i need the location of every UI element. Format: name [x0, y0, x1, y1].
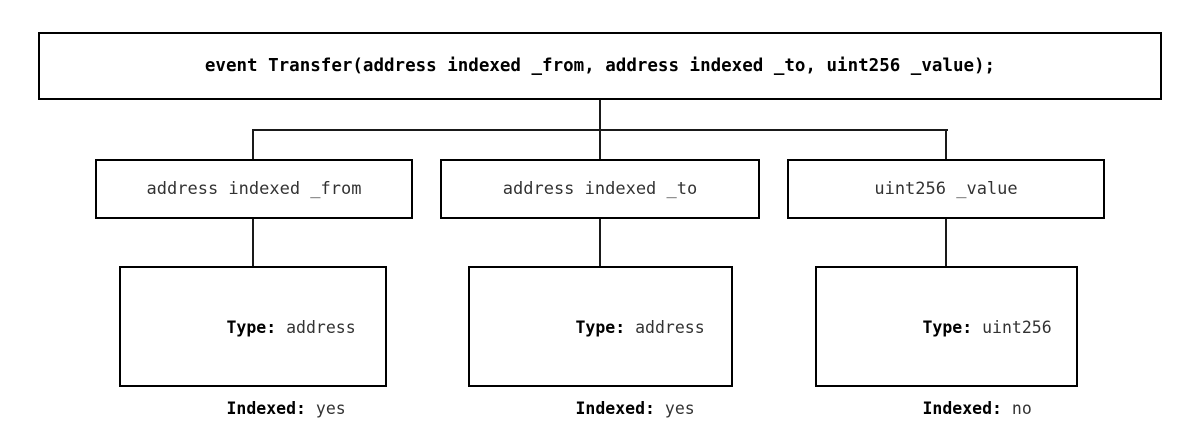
- detail-list-value: Type: uint256 Indexed: no Name: _value: [817, 287, 1076, 426]
- parameter-box-to: address indexed _to: [440, 159, 760, 219]
- detail-label-indexed: Indexed:: [922, 399, 1002, 418]
- parameter-summary-to: address indexed _to: [502, 179, 698, 199]
- detail-row-type: Type: address: [147, 287, 385, 368]
- detail-value-type: address: [276, 318, 356, 337]
- detail-box-to: Type: address Indexed: yes Name: _to: [468, 266, 733, 418]
- detail-row-indexed: Indexed: yes: [147, 368, 385, 426]
- event-signature-box: event Transfer(address indexed _from, ad…: [38, 32, 1162, 100]
- parameter-box-value: uint256 _value: [787, 159, 1105, 219]
- detail-value-type: address: [625, 318, 705, 337]
- parameter-summary-from: address indexed _from: [146, 179, 362, 199]
- detail-label-type: Type:: [226, 318, 277, 337]
- detail-label-indexed: Indexed:: [575, 399, 655, 418]
- detail-label-indexed: Indexed:: [226, 399, 306, 418]
- detail-label-type: Type:: [922, 318, 973, 337]
- connector-link-detail-3: [945, 219, 947, 267]
- connector-drop-param-2: [599, 129, 601, 160]
- detail-value-indexed: no: [1001, 399, 1032, 418]
- connector-link-detail-2: [599, 219, 601, 267]
- connector-drop-param-3: [945, 129, 947, 160]
- detail-row-indexed: Indexed: yes: [496, 368, 731, 426]
- connector-link-detail-1: [252, 219, 254, 267]
- detail-list-to: Type: address Indexed: yes Name: _to: [470, 287, 731, 426]
- detail-box-value: Type: uint256 Indexed: no Name: _value: [815, 266, 1078, 418]
- detail-box-from: Type: address Indexed: yes Name: _from: [119, 266, 387, 418]
- detail-row-type: Type: uint256: [843, 287, 1076, 368]
- detail-label-type: Type:: [575, 318, 626, 337]
- parameter-summary-value: uint256 _value: [874, 179, 1018, 199]
- detail-row-indexed: Indexed: no: [843, 368, 1076, 426]
- connector-drop-param-1: [252, 129, 254, 160]
- detail-row-type: Type: address: [496, 287, 731, 368]
- detail-list-from: Type: address Indexed: yes Name: _from: [121, 287, 385, 426]
- detail-value-indexed: yes: [654, 399, 695, 418]
- detail-value-type: uint256: [972, 318, 1052, 337]
- parameter-box-from: address indexed _from: [95, 159, 413, 219]
- detail-value-indexed: yes: [305, 399, 346, 418]
- connector-signature-stem: [599, 100, 601, 130]
- event-signature-text: event Transfer(address indexed _from, ad…: [204, 56, 996, 76]
